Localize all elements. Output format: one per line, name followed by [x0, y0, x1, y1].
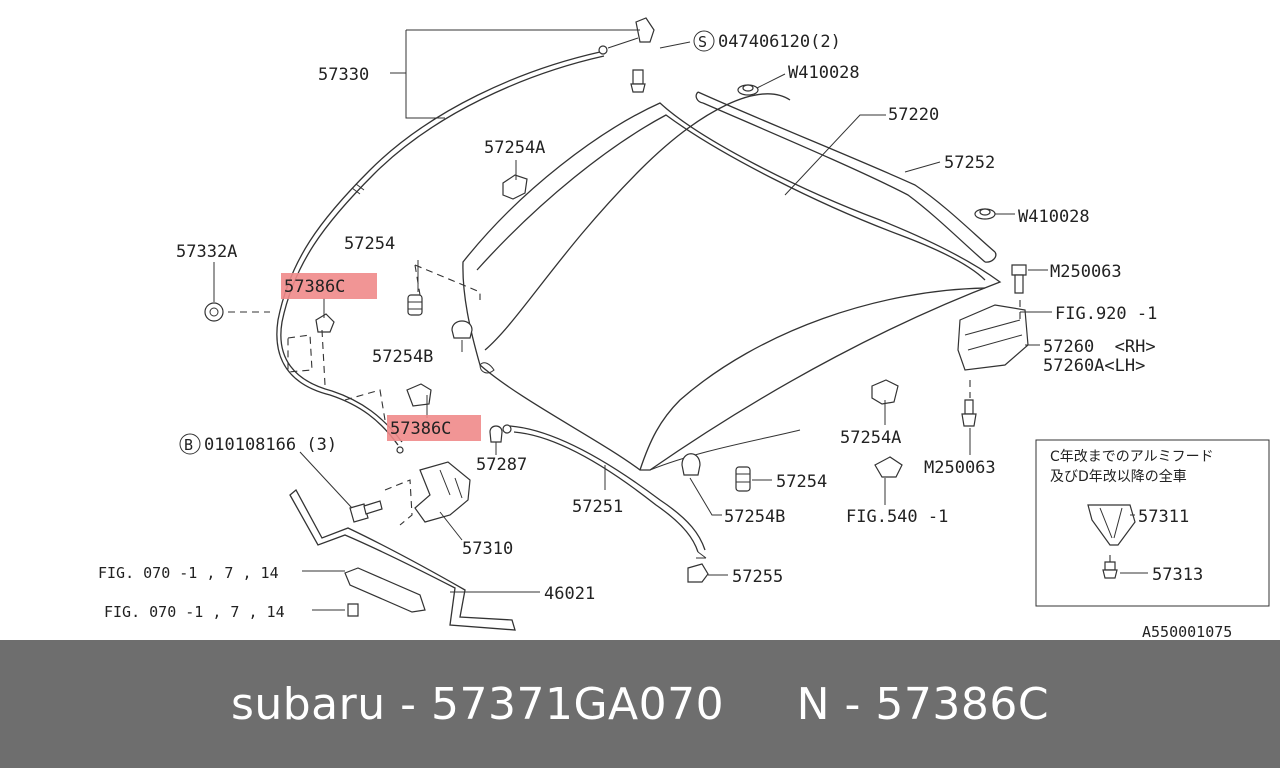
leader-lines [213, 29, 1052, 611]
label-57287[interactable]: 57287 [476, 455, 527, 475]
n-value: 57386C [875, 678, 1050, 730]
label-b-code: B [184, 436, 193, 454]
highlight-57386c-lower [387, 415, 481, 441]
label-fig070-lower[interactable]: FIG. 070 -1 , 7 , 14 [104, 603, 285, 621]
label-w410028-lower[interactable]: W410028 [1018, 207, 1090, 227]
inset-note-line2: 及びD年改以降の全車 [1050, 468, 1187, 485]
inset-box [1035, 439, 1270, 607]
label-57254a-upper[interactable]: 57254A [484, 138, 545, 158]
hood-parts-diagram: 57330 S 047406120(2) W410028 57220 57252… [98, 17, 1270, 640]
label-57260-rh[interactable]: 57260 <RH> [1043, 337, 1156, 357]
spacer [724, 679, 796, 730]
s-circle-icon [693, 30, 715, 52]
label-fig540[interactable]: FIG.540 -1 [846, 507, 948, 527]
label-57254-upper[interactable]: 57254 [344, 234, 395, 254]
separator: - [385, 678, 431, 730]
label-w410028-upper[interactable]: W410028 [788, 63, 860, 83]
hood-panel-57220 [462, 93, 1002, 471]
label-57255[interactable]: 57255 [732, 567, 783, 587]
label-m250063-lower[interactable]: M250063 [924, 458, 996, 478]
label-fig070-upper[interactable]: FIG. 070 -1 , 7 , 14 [98, 564, 279, 582]
cable-57251 [502, 424, 707, 559]
label-57252[interactable]: 57252 [944, 153, 995, 173]
latch-57310 [414, 461, 471, 523]
label-57254b-upper[interactable]: 57254B [372, 347, 433, 367]
label-57254-lower[interactable]: 57254 [776, 472, 827, 492]
label-57386c-lower[interactable]: 57386C [390, 419, 451, 439]
n-label: N [796, 678, 830, 730]
label-57311[interactable]: 57311 [1138, 507, 1189, 527]
label-57260a-lh[interactable]: 57260A<LH> [1043, 356, 1145, 376]
release-cable-57330 [276, 37, 639, 454]
diagram-reference-number: A550001075 [1142, 623, 1232, 640]
part-number: 57371GA070 [430, 678, 725, 730]
label-s-code: S [698, 33, 707, 51]
seal-strip-57252 [695, 91, 997, 263]
stay-rod-46021 [289, 488, 516, 631]
label-57386c-upper[interactable]: 57386C [284, 277, 345, 297]
label-010108166[interactable]: 010108166 (3) [204, 435, 337, 455]
separator: - [830, 678, 876, 730]
brand-name: subaru [230, 678, 386, 730]
label-57254a-lower[interactable]: 57254A [840, 428, 901, 448]
label-57332a[interactable]: 57332A [176, 242, 237, 262]
label-57310[interactable]: 57310 [462, 539, 513, 559]
inset-note-line1: C年改までのアルミフード [1050, 449, 1214, 465]
label-57220[interactable]: 57220 [888, 105, 939, 125]
label-57251[interactable]: 57251 [572, 497, 623, 517]
label-57330[interactable]: 57330 [318, 65, 369, 85]
bracket-fig070 [344, 567, 426, 613]
label-46021[interactable]: 46021 [544, 584, 595, 604]
small-parts [204, 17, 1029, 617]
part-info-banner: subaru - 57371GA070 N - 57386C [0, 640, 1280, 768]
b-circle-icon [179, 433, 201, 455]
highlight-57386c-upper [281, 273, 377, 299]
label-m250063-upper[interactable]: M250063 [1050, 262, 1122, 282]
label-047406120[interactable]: 047406120(2) [718, 32, 841, 52]
label-fig920[interactable]: FIG.920 -1 [1055, 304, 1157, 324]
label-57254b-lower[interactable]: 57254B [724, 507, 785, 527]
label-57313[interactable]: 57313 [1152, 565, 1203, 585]
